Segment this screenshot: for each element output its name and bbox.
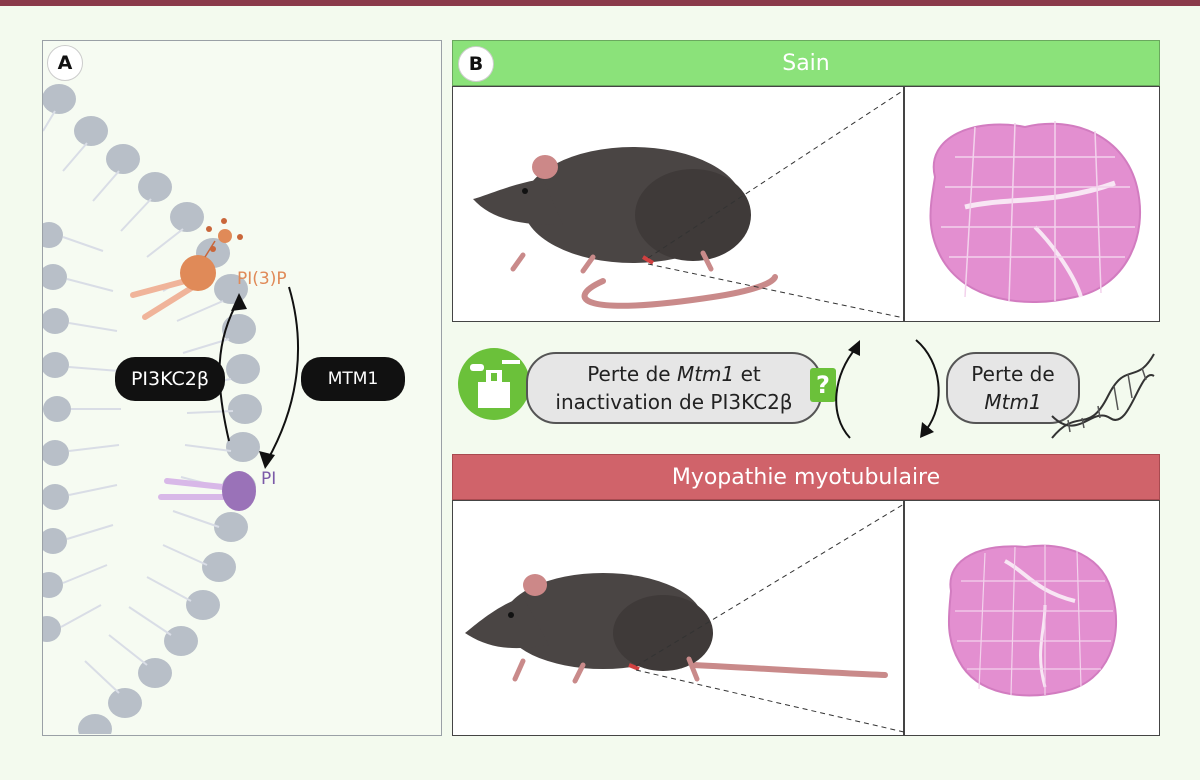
healthy-mouse-frame [452,86,904,322]
loss-line-2: Mtm1 [948,388,1078,416]
inner-leaflet [43,222,71,642]
panel-b-badge: B [458,46,494,82]
mtm1-gene-treatment: Mtm1 [676,362,735,386]
outer-leaflet [43,84,262,734]
healthy-muscle-frame [904,86,1160,322]
phosphate-icon [218,229,232,243]
disease-muscle-section [947,544,1117,697]
disease-header: Myopathie myotubulaire [452,454,1160,500]
therapy-icon [458,348,530,420]
top-border [0,0,1200,6]
panel-a: A PI(3)P PI PI3KC2β MTM1 [42,40,442,736]
loss-line-1: Perte de [971,362,1055,386]
arrow-down-head [259,451,275,469]
kinase-label: PI3KC2β [115,357,225,401]
membrane-illustration [43,84,300,734]
loss-bubble: Perte de Mtm1 [946,352,1080,424]
disease-mouse-frame [452,500,904,736]
phosphatase-label: MTM1 [301,357,405,401]
treatment-line-1: Perte de Mtm1 et [587,362,761,386]
treatment-bubble: Perte de Mtm1 et inactivation de PI3KC2β [526,352,822,424]
pi3p-label: PI(3)P [237,269,287,289]
disease-muscle-frame [904,500,1160,736]
disease-arrow [915,339,940,438]
treatment-line-2: inactivation de PI3KC2β [555,390,793,414]
panel-a-badge: A [47,45,83,81]
disease-mouse-illustration [465,573,888,684]
arrow-up-head [231,293,247,311]
healthy-mouse-illustration [473,147,778,309]
dna-icon [1051,353,1155,439]
rescue-arrow [835,340,860,439]
mtm1-gene-loss: Mtm1 [984,390,1042,414]
pi3p-lipid [130,218,243,320]
pi-lipid [158,471,256,511]
healthy-muscle-section [929,121,1142,303]
healthy-zoom-lines [647,89,905,319]
healthy-header: Sain [452,40,1160,86]
question-badge: ? [810,368,836,402]
pi-label: PI [261,469,277,489]
disease-zoom-lines [635,503,905,733]
